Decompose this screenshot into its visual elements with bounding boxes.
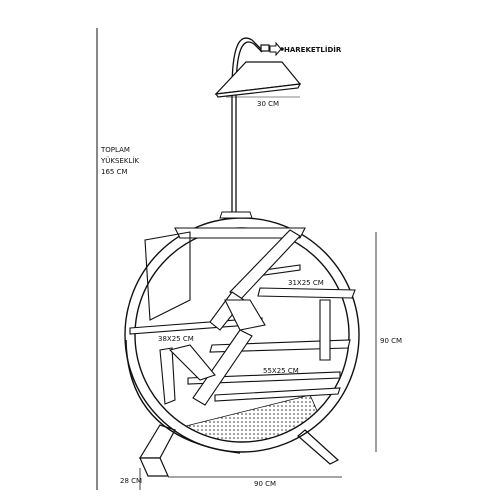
- shelf-upper: [257, 287, 356, 299]
- shelf-top-dimension: 31X25 CM: [288, 279, 324, 287]
- shelf-middle-right: [209, 339, 351, 353]
- total-height-line1: TOPLAM: [100, 146, 130, 154]
- stand-legs: [138, 424, 340, 477]
- shelf-bottom-dimension: 55X25 CM: [263, 367, 299, 375]
- movable-label: HAREKETLİDİR: [284, 45, 342, 54]
- frame-width-label: 90 CM: [254, 480, 276, 488]
- shelf-lower: [187, 371, 341, 385]
- shelf-top-inner: [174, 227, 306, 239]
- lamp-shade: [214, 44, 302, 98]
- shelf-bottom-support: [214, 387, 341, 402]
- total-height-line3: 165 CM: [101, 168, 128, 176]
- frame-height-label: 90 CM: [380, 337, 402, 345]
- top-mount-plate: [219, 211, 253, 219]
- arrow-right-outline-icon: [269, 41, 282, 57]
- total-height-line2: YÜKSEKLİK: [100, 156, 139, 165]
- lamp-width-label: 30 CM: [257, 100, 279, 108]
- depth-label: 28 CM: [120, 477, 142, 485]
- shelf-left-dimension: 38X25 CM: [158, 335, 194, 343]
- divider-boards: [144, 229, 331, 406]
